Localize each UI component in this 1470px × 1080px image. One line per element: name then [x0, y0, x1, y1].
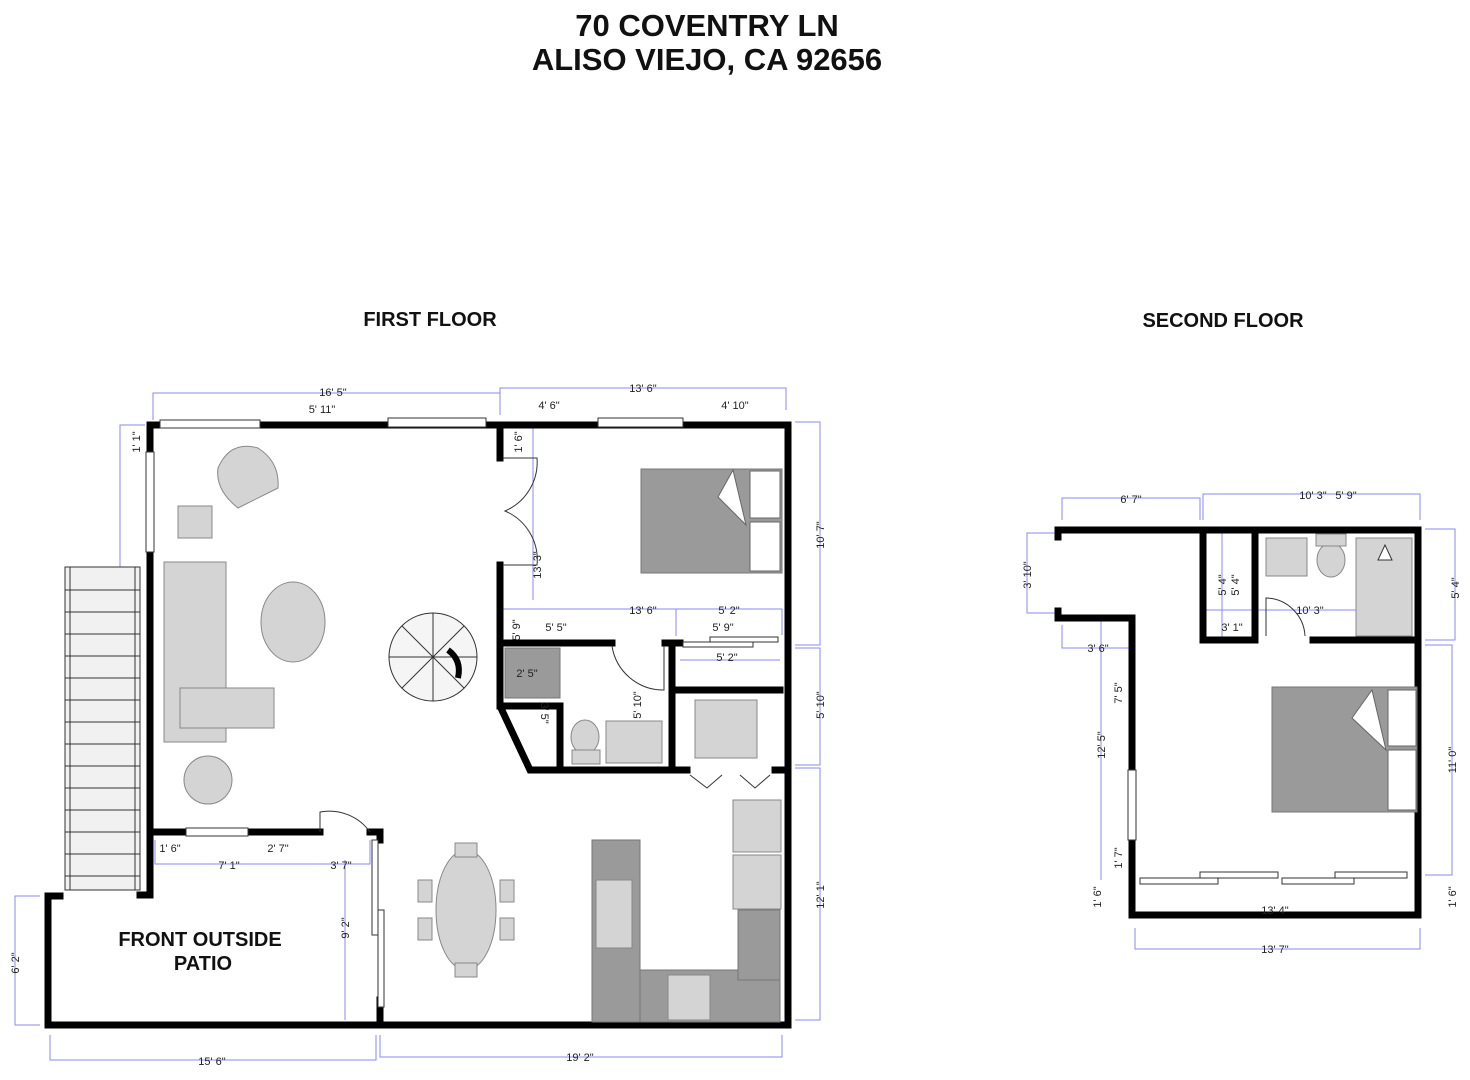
dim-label: 3' 6"	[1087, 643, 1108, 655]
dim-label: 5' 9"	[712, 622, 733, 634]
dim-label: 4' 10"	[721, 400, 749, 412]
dim-label: 5' 11"	[309, 404, 336, 416]
dim-label: 13' 4"	[1261, 905, 1289, 917]
dim-label: 1' 6"	[1092, 886, 1104, 907]
dim-label: 3' 1"	[1221, 622, 1242, 634]
second-floor-walls	[1054, 526, 1422, 919]
toilet-icon	[570, 719, 600, 755]
first-floor-doors	[319, 457, 771, 833]
stove-icon	[667, 974, 711, 1021]
dim-label: 1' 6"	[1447, 886, 1459, 907]
dining-chairs	[417, 842, 515, 978]
dim-label: 11' 0"	[1447, 747, 1459, 774]
dim-label: 13' 6"	[629, 605, 657, 617]
dim-label: 1' 6"	[513, 431, 525, 452]
fridge-icon	[732, 799, 782, 853]
dim-label: 13' 3"	[532, 551, 544, 579]
sink-icon	[605, 720, 663, 764]
dim-label: 3' 5"	[538, 702, 550, 723]
dim-label: 2' 7"	[267, 843, 288, 855]
dim-label: 5' 10"	[632, 691, 644, 719]
first-floor-furniture	[163, 445, 783, 1023]
exterior-staircase	[64, 566, 141, 891]
toilet-icon	[1316, 542, 1346, 578]
dim-label: 15' 6"	[198, 1056, 226, 1068]
dim-label: 5' 5"	[545, 622, 566, 634]
dim-label: 5' 9"	[1335, 490, 1356, 502]
dim-label: 5' 2"	[716, 652, 737, 664]
dim-label: 3' 10"	[1022, 561, 1034, 589]
patio-label-line-1: FRONT OUTSIDE	[118, 929, 281, 951]
side-table-icon	[177, 505, 213, 539]
plant-icon	[183, 755, 233, 805]
bed-icon	[640, 468, 783, 574]
washer-icon	[694, 699, 758, 759]
dim-label: 7' 5"	[1113, 682, 1125, 703]
dim-label: 3' 7"	[330, 860, 351, 872]
shower-icon	[504, 647, 561, 699]
dim-label: 19' 2"	[566, 1052, 594, 1064]
first-floor-windows	[145, 417, 779, 1008]
dim-label: 5' 4"	[1217, 574, 1229, 595]
dim-label: 5' 4"	[1450, 577, 1462, 598]
dim-label: 4' 6"	[538, 400, 559, 412]
dim-label: 5' 2"	[718, 605, 739, 617]
first-floor-dimensions: 16' 5" 5' 11" 13' 6" 4' 6" 4' 10" 1' 1" …	[10, 383, 827, 1068]
dim-label: 10' 7"	[815, 521, 827, 549]
dim-label: 7' 1"	[218, 860, 239, 872]
sink-icon	[1265, 537, 1308, 577]
dim-label: 2' 5"	[516, 668, 537, 680]
dim-label: 6' 2"	[10, 952, 22, 973]
second-floor-label: SECOND FLOOR	[1142, 310, 1304, 332]
dim-label: 10' 3"	[1299, 490, 1327, 502]
second-floor-windows	[1127, 769, 1408, 885]
dim-label: 5' 10"	[815, 691, 827, 719]
dim-label: 9' 2"	[340, 917, 352, 938]
address-line-1: 70 COVENTRY LN	[575, 8, 839, 43]
sink-kitchen-icon	[595, 879, 633, 949]
second-floor-furniture	[1265, 533, 1418, 813]
dim-label: 13' 7"	[1261, 944, 1289, 956]
dim-label: 5' 9"	[511, 619, 523, 640]
armchair-icon	[217, 445, 279, 509]
dim-label: 1' 1"	[131, 431, 143, 452]
second-floor-dimensions: 6' 7" 10' 3" 5' 9" 3' 10" 5' 4" 5' 4" 5'…	[1022, 490, 1462, 956]
dim-label: 10' 3"	[1296, 605, 1324, 617]
dim-label: 16' 5"	[319, 387, 347, 399]
spiral-staircase-icon	[388, 612, 478, 702]
dim-label: 12' 5"	[1096, 731, 1108, 759]
dim-label: 13' 6"	[629, 383, 657, 395]
patio-label-line-2: PATIO	[174, 953, 232, 975]
dim-label: 12' 1"	[815, 881, 827, 909]
bed-icon	[1271, 686, 1418, 813]
dim-label: 1' 7"	[1113, 847, 1125, 868]
first-floor-label: FIRST FLOOR	[363, 309, 497, 331]
bathroom-door	[1265, 597, 1306, 637]
dim-label: 6' 7"	[1120, 494, 1141, 506]
address-line-2: ALISO VIEJO, CA 92656	[532, 42, 882, 77]
dining-table-icon	[435, 849, 497, 971]
dim-label: 1' 6"	[159, 843, 180, 855]
coffee-table-icon	[260, 581, 326, 663]
dim-label: 5' 4"	[1230, 574, 1242, 595]
first-floor-dimension-lines	[14, 387, 821, 1061]
